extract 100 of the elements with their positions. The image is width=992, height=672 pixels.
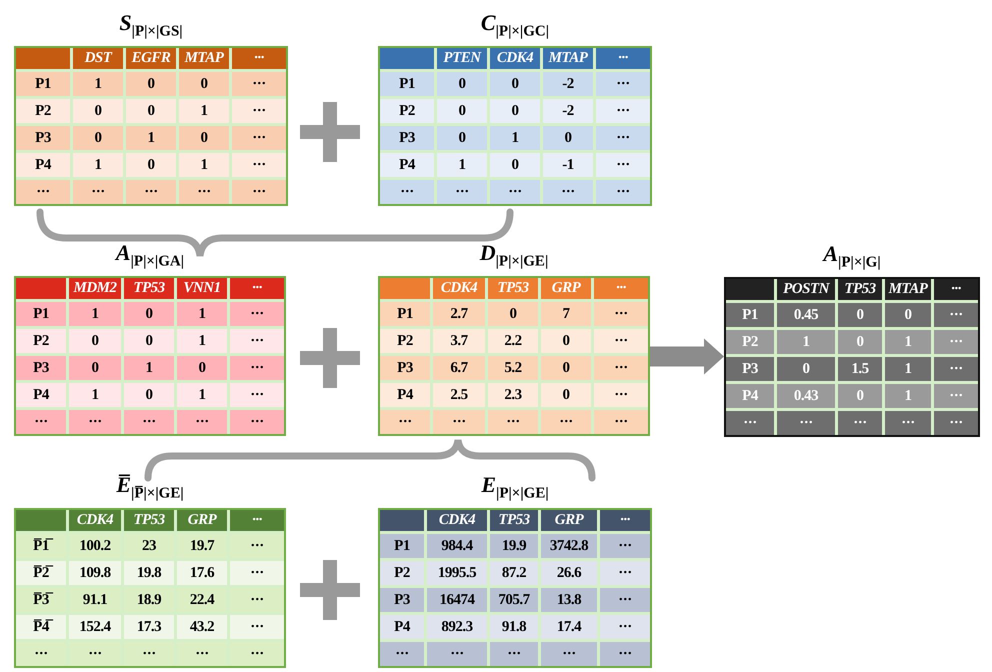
table-cell: 0 <box>488 302 538 326</box>
column-header: TP53 <box>490 510 538 531</box>
row-label: ··· <box>380 642 424 666</box>
table-cell: 0 <box>124 383 174 407</box>
table-cell: ··· <box>230 615 284 639</box>
table-cell: ··· <box>230 642 284 666</box>
table-cell: ··· <box>777 411 835 435</box>
table-cell: 0 <box>177 356 227 380</box>
row-label: P2 <box>380 329 430 353</box>
table-cell: 19.7 <box>177 534 227 558</box>
table-cell: ··· <box>230 561 284 585</box>
table-cell: ··· <box>596 126 650 150</box>
table-cell: 0 <box>777 357 835 381</box>
column-header: MDM2 <box>69 278 121 299</box>
table-cell: ··· <box>594 356 648 380</box>
row-label: P̅4̅ <box>16 615 66 639</box>
column-header: TP53 <box>838 279 882 300</box>
table-cell: 0 <box>543 126 593 150</box>
table-cell: ··· <box>594 302 648 326</box>
column-header: GRP <box>541 278 591 299</box>
column-header: PTEN <box>437 48 487 69</box>
table-cell: ··· <box>437 180 487 204</box>
column-header: CDK4 <box>490 48 540 69</box>
table-cell: 17.3 <box>124 615 174 639</box>
table-cell: -1 <box>543 153 593 177</box>
table-cell: 1 <box>73 153 123 177</box>
table-cell: ··· <box>230 410 284 434</box>
table-cell: ··· <box>596 153 650 177</box>
row-label: ··· <box>380 410 430 434</box>
table-cell: ··· <box>124 410 174 434</box>
table-cell: ··· <box>541 642 597 666</box>
table-cell: ··· <box>230 588 284 612</box>
table-cell: 0 <box>490 99 540 123</box>
row-label: P1 <box>380 302 430 326</box>
table-cell: 1 <box>490 126 540 150</box>
row-label: P2 <box>380 561 424 585</box>
row-label: P2 <box>726 330 774 354</box>
table-cell: 0 <box>437 99 487 123</box>
row-label: P̅3̅ <box>16 588 66 612</box>
table-cell: 0 <box>69 356 121 380</box>
table-cell: 0 <box>126 99 176 123</box>
table-cell: ··· <box>230 534 284 558</box>
table-cell: ··· <box>596 99 650 123</box>
row-label: P̅1̅ <box>16 534 66 558</box>
table-cell: 1 <box>437 153 487 177</box>
table-cell: 0 <box>179 126 229 150</box>
column-header: ··· <box>232 48 286 69</box>
table-cell: ··· <box>934 303 978 327</box>
column-header: ··· <box>600 510 650 531</box>
table-cell: -2 <box>543 72 593 96</box>
column-header: ··· <box>230 510 284 531</box>
table-cell: ··· <box>232 126 286 150</box>
table-cell: 1 <box>885 357 931 381</box>
table-cell: 5.2 <box>488 356 538 380</box>
column-header: MTAP <box>543 48 593 69</box>
row-label: P̅2̅ <box>16 561 66 585</box>
table-cell: ··· <box>177 410 227 434</box>
table-cell: 2.3 <box>488 383 538 407</box>
table-cell: ··· <box>69 642 121 666</box>
table-cell: 7 <box>541 302 591 326</box>
column-header: TP53 <box>488 278 538 299</box>
table-cell: 1 <box>885 384 931 408</box>
table-cell: 1 <box>177 383 227 407</box>
column-header: ··· <box>230 278 284 299</box>
table-cell: ··· <box>885 411 931 435</box>
table-cell: 2.5 <box>433 383 485 407</box>
row-label: P2 <box>16 99 70 123</box>
column-header: ··· <box>934 279 978 300</box>
row-label: P4 <box>726 384 774 408</box>
column-header: GRP <box>177 510 227 531</box>
column-header: MTAP <box>885 279 931 300</box>
row-label: P3 <box>16 126 70 150</box>
table-cell: ··· <box>427 642 487 666</box>
table-cell: ··· <box>934 411 978 435</box>
arrow <box>650 338 724 374</box>
table-cell: ··· <box>433 410 485 434</box>
table-cell: 1 <box>73 72 123 96</box>
row-label: P3 <box>380 126 434 150</box>
table-cell: 0 <box>541 356 591 380</box>
table-cell: ··· <box>600 588 650 612</box>
table-cell: ··· <box>543 180 593 204</box>
table-cell: ··· <box>230 329 284 353</box>
table-cell: ··· <box>596 180 650 204</box>
table-cell: 0 <box>885 303 931 327</box>
column-header: EGFR <box>126 48 176 69</box>
column-header: CDK4 <box>427 510 487 531</box>
table-cell: ··· <box>934 357 978 381</box>
table-cell: 16474 <box>427 588 487 612</box>
row-label: P4 <box>16 383 66 407</box>
table-cell: 1 <box>179 99 229 123</box>
table-cell: ··· <box>232 72 286 96</box>
row-label: P1 <box>726 303 774 327</box>
row-label: ··· <box>16 180 70 204</box>
table-cell: ··· <box>600 561 650 585</box>
table-cell: 0 <box>838 384 882 408</box>
table-cell: 43.2 <box>177 615 227 639</box>
table-cell: 0 <box>437 126 487 150</box>
table-cell: 91.8 <box>490 615 538 639</box>
table-cell: ··· <box>232 99 286 123</box>
table-cell: 1 <box>885 330 931 354</box>
